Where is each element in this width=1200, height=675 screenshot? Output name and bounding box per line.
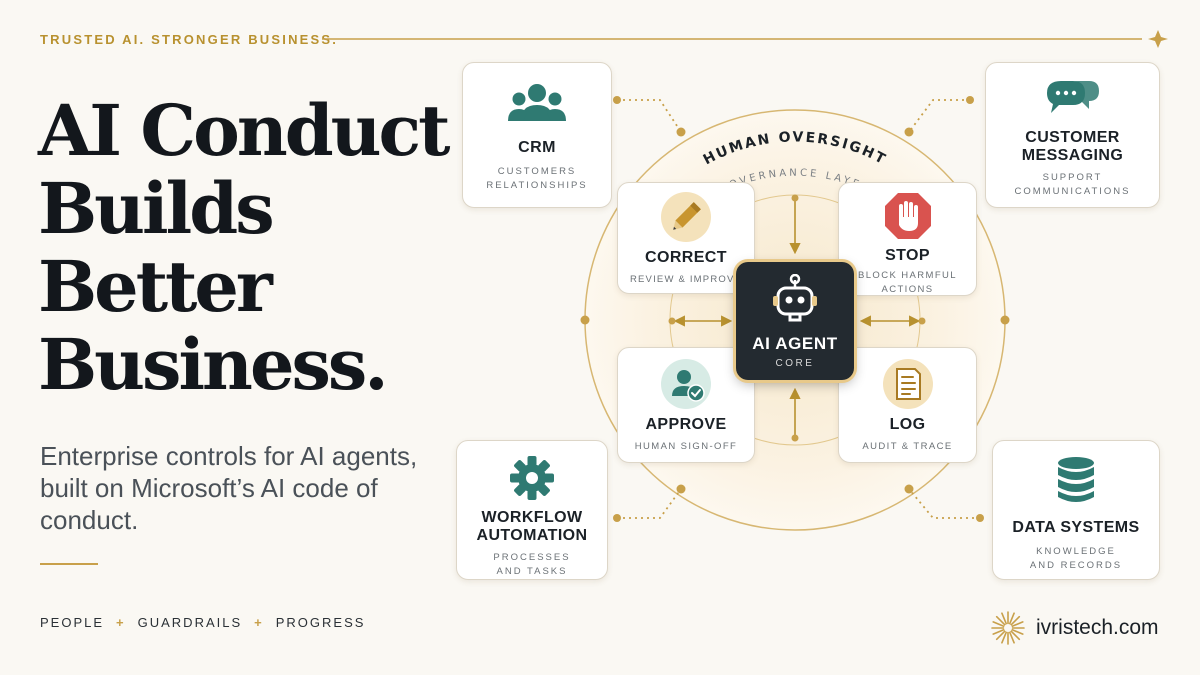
card-subtitle: COMMUNICATIONS	[1014, 186, 1131, 197]
pillar-separator: +	[254, 615, 264, 630]
pencil-icon	[661, 192, 711, 242]
pillars: PEOPLE + GUARDRAILS + PROGRESS	[40, 615, 365, 630]
document-icon	[882, 359, 933, 409]
user-check-icon	[661, 359, 711, 409]
tagline: TRUSTED AI. STRONGER BUSINESS.	[40, 32, 339, 47]
card-subtitle: RELATIONSHIPS	[486, 180, 588, 191]
headline-line: Business.	[38, 323, 389, 406]
system-card-data[interactable]: DATA SYSTEMS KNOWLEDGE AND RECORDS	[992, 440, 1160, 580]
stop-hand-icon	[884, 193, 931, 239]
subhead: Enterprise controls for AI agents, built…	[40, 441, 418, 535]
system-connectors	[617, 99, 980, 519]
card-title: STOP	[885, 247, 930, 264]
system-card-workflow[interactable]: WORKFLOW AUTOMATION PROCESSES AND TASKS	[456, 440, 608, 580]
control-card-log[interactable]: LOG AUDIT & TRACE	[838, 347, 977, 463]
headline-line: Better	[38, 245, 273, 328]
card-title: CRM	[518, 139, 556, 156]
pillar-people: PEOPLE	[40, 615, 105, 630]
card-title: CUSTOMER	[1025, 129, 1120, 146]
brand: ivristech.com	[990, 610, 1159, 646]
card-subtitle: REVIEW & IMPROVE	[629, 274, 743, 285]
robot-icon	[773, 274, 817, 322]
core-title: AI AGENT	[752, 334, 838, 353]
pillar-progress: PROGRESS	[275, 615, 366, 630]
card-subtitle: AND RECORDS	[1029, 560, 1123, 571]
people-icon	[508, 84, 566, 121]
control-card-approve[interactable]: APPROVE HUMAN SIGN-OFF	[617, 347, 755, 463]
control-card-stop[interactable]: STOP BLOCK HARMFUL ACTIONS	[838, 182, 977, 296]
card-title: DATA SYSTEMS	[1012, 519, 1140, 536]
card-subtitle: AUDIT & TRACE	[862, 441, 953, 452]
card-subtitle: CUSTOMERS	[497, 166, 577, 177]
gear-icon	[510, 456, 554, 500]
brand-url: ivristech.com	[1036, 616, 1159, 639]
database-icon	[1058, 457, 1094, 502]
card-title: WORKFLOW	[481, 509, 583, 526]
card-subtitle: BLOCK HARMFUL	[858, 270, 957, 281]
headline-line: AI Conduct	[38, 89, 451, 172]
card-subtitle: KNOWLEDGE	[1036, 546, 1116, 557]
ai-agent-core[interactable]: AI AGENT CORE	[736, 262, 854, 380]
card-title: CORRECT	[645, 249, 727, 266]
chat-bubbles-icon	[1046, 81, 1099, 113]
system-card-messaging[interactable]: CUSTOMER MESSAGING SUPPORT COMMUNICATION…	[985, 62, 1160, 208]
core-subtitle: CORE	[775, 358, 815, 369]
card-subtitle: PROCESSES	[493, 552, 571, 563]
card-title: AUTOMATION	[476, 527, 588, 544]
control-card-correct[interactable]: CORRECT REVIEW & IMPROVE	[617, 182, 755, 294]
starburst-icon	[991, 611, 1025, 645]
card-title: APPROVE	[645, 416, 727, 433]
tagline-rule	[322, 30, 1168, 48]
card-subtitle: AND TASKS	[496, 566, 568, 577]
card-title: MESSAGING	[1021, 147, 1124, 164]
headline-line: Builds	[38, 167, 275, 250]
headline: AI Conduct Builds Better Business.	[38, 89, 451, 406]
pillar-separator: +	[116, 615, 126, 630]
sparkle-icon	[1148, 30, 1168, 48]
card-title: LOG	[889, 416, 926, 433]
card-subtitle: SUPPORT	[1042, 172, 1103, 183]
card-subtitle: ACTIONS	[881, 284, 934, 295]
pillar-guardrails: GUARDRAILS	[137, 615, 243, 630]
accent-rule	[40, 563, 98, 565]
core-arrows	[673, 198, 921, 438]
card-subtitle: HUMAN SIGN-OFF	[634, 441, 738, 452]
system-card-crm[interactable]: CRM CUSTOMERS RELATIONSHIPS	[462, 62, 612, 208]
